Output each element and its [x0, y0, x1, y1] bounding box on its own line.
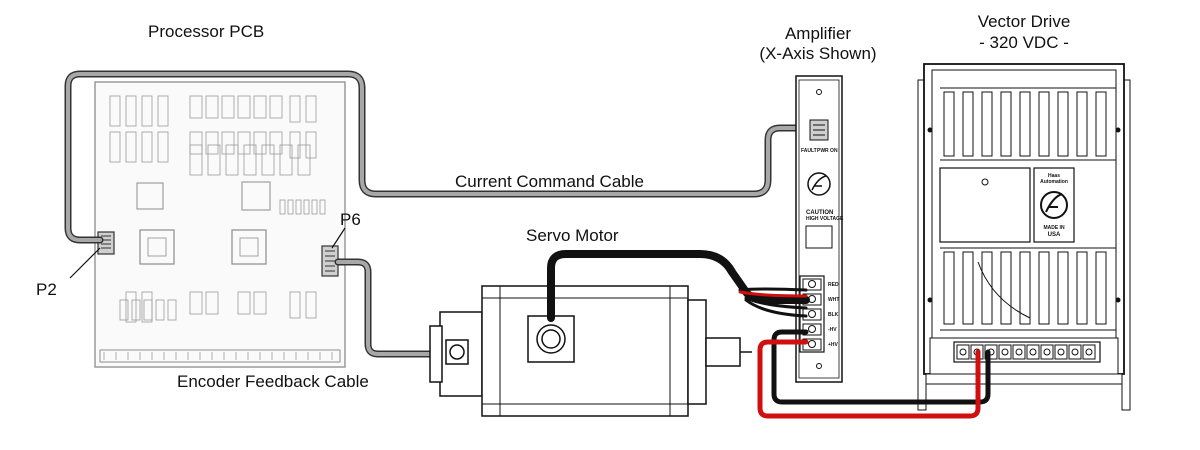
p6-label: P6	[340, 210, 361, 229]
amplifier-terminal-label: -HV	[828, 327, 837, 333]
amplifier-label-line2: (X-Axis Shown)	[759, 44, 877, 63]
current-command-cable-label: Current Command Cable	[455, 172, 644, 191]
amplifier-terminal-label: WHT	[828, 297, 839, 303]
amplifier-pwr-on-label: PWR ON	[817, 148, 838, 154]
motor-power-cable	[547, 250, 810, 322]
servo-motor-label: Servo Motor	[526, 226, 619, 245]
encoder-feedback-cable	[334, 258, 454, 358]
vector-drive-terminal	[956, 344, 970, 360]
haas-logo-icon	[807, 172, 831, 196]
amplifier: FAULT PWR ON CAUTION HIGH VOLTAGE RED WHT…	[795, 75, 844, 383]
processor-pcb-label: Processor PCB	[148, 22, 265, 41]
vector-drive-terminal	[998, 344, 1012, 360]
vector-drive-terminal	[1068, 344, 1082, 360]
amplifier-terminal: WHT	[802, 293, 839, 306]
vector-made-in-line2: USA	[1048, 232, 1061, 238]
vector-brand-line1: Haas	[1048, 173, 1060, 179]
vector-drive-label-line1: Vector Drive	[977, 12, 1071, 31]
amplifier-terminal-label: +HV	[828, 342, 839, 348]
vector-brand-line2: Automation	[1040, 179, 1068, 185]
amplifier-terminal-label: BLK	[828, 312, 839, 318]
amplifier-caution-label: CAUTION	[806, 210, 833, 216]
p2-leader	[69, 247, 101, 279]
current-command-cable	[64, 70, 816, 244]
vector-made-in-line1: MADE IN	[1043, 225, 1065, 231]
vector-drive-label-line2: - 320 VDC -	[979, 33, 1069, 52]
amplifier-terminal-label: RED	[828, 282, 839, 288]
servo-motor	[429, 285, 752, 417]
processor-pcb	[94, 81, 346, 368]
vector-drive-terminal	[1040, 344, 1054, 360]
encoder-feedback-cable-label: Encoder Feedback Cable	[177, 372, 369, 391]
high-voltage-cables	[757, 329, 991, 419]
amplifier-high-voltage-label: HIGH VOLTAGE	[806, 216, 844, 222]
amplifier-fault-label: FAULT	[801, 148, 817, 154]
vector-drive-terminal	[1054, 344, 1068, 360]
amplifier-terminal: RED	[802, 278, 839, 291]
p2-label: P2	[36, 280, 57, 299]
amplifier-label-line1: Amplifier	[784, 24, 852, 43]
haas-logo-icon	[1040, 191, 1068, 219]
vector-drive: Haas Automation MADE IN USA	[917, 63, 1131, 411]
p6-leader	[331, 227, 346, 249]
vector-drive-terminal	[1012, 344, 1026, 360]
vector-drive-terminal	[1082, 344, 1096, 360]
vector-drive-terminal	[1026, 344, 1040, 360]
